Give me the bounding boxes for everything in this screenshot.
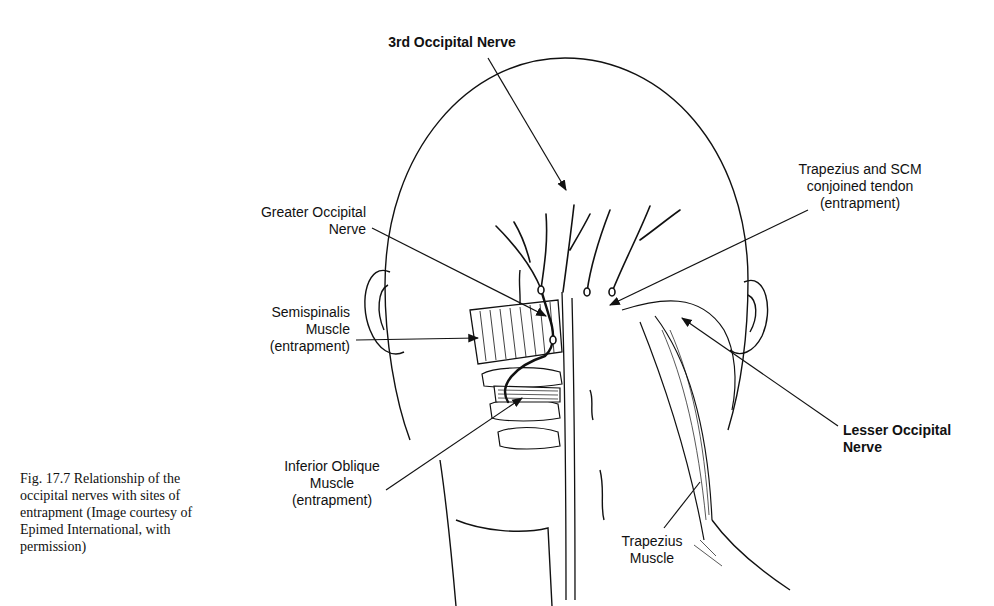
anatomy-label: Inferior Oblique Muscle (entrapment) — [282, 458, 382, 509]
anatomy-label: Greater Occipital Nerve — [256, 204, 366, 238]
spine-line — [572, 298, 575, 600]
nerves — [496, 205, 680, 402]
nerve-exit — [584, 288, 590, 296]
left-ear-inner — [379, 285, 388, 330]
muscle-fibres — [480, 302, 554, 361]
leader-arrow — [610, 210, 808, 305]
anatomy-label: Lesser Occipital Nerve — [843, 422, 969, 456]
leader-line — [664, 482, 700, 528]
nerve-exit — [538, 286, 544, 294]
vertebra — [490, 400, 560, 422]
anatomy-label: Semispinalis Muscle (entrapment) — [258, 304, 350, 355]
leader-arrow — [372, 228, 546, 316]
leader-lines — [356, 58, 838, 528]
inferior-oblique-muscle — [494, 386, 560, 402]
leader-arrow — [682, 318, 838, 426]
head-outline — [385, 58, 748, 440]
nerve-exit — [550, 336, 556, 344]
leader-arrow — [356, 338, 478, 340]
nerve-exit — [609, 288, 615, 296]
head-outline-group — [365, 58, 790, 606]
leader-arrow — [488, 58, 566, 190]
shirt-collar — [456, 520, 552, 606]
figure-caption: Fig. 17.7 Relationship of the occipital … — [20, 470, 198, 555]
nerve-branch — [587, 210, 610, 292]
third-occipital-nerve — [563, 205, 590, 292]
spine-line — [562, 292, 566, 600]
trapezius-scm — [622, 301, 735, 566]
lesser-occipital-nerve — [612, 206, 680, 292]
neck-right — [712, 520, 790, 590]
trapezius-fibres — [662, 330, 722, 566]
neck-left — [440, 460, 456, 606]
vertebra — [482, 368, 562, 388]
greater-occipital-nerve — [505, 289, 553, 402]
right-ear — [730, 280, 768, 353]
anatomy-label: Trapezius and SCM conjoined tendon (entr… — [790, 161, 930, 212]
right-ear-inner — [748, 295, 756, 332]
exit-points — [538, 286, 615, 344]
cervical-vertebrae — [482, 368, 562, 449]
leader-arrow — [386, 398, 522, 490]
trapezius-muscle — [655, 316, 712, 520]
spine-group — [562, 292, 575, 600]
vertebra — [498, 428, 560, 450]
left-ear — [365, 270, 404, 354]
anatomy-label: 3rd Occipital Nerve — [372, 34, 532, 51]
nerve-branch — [496, 214, 547, 289]
scm-muscle — [622, 301, 735, 410]
anatomy-label: Trapezius Muscle — [612, 533, 692, 567]
